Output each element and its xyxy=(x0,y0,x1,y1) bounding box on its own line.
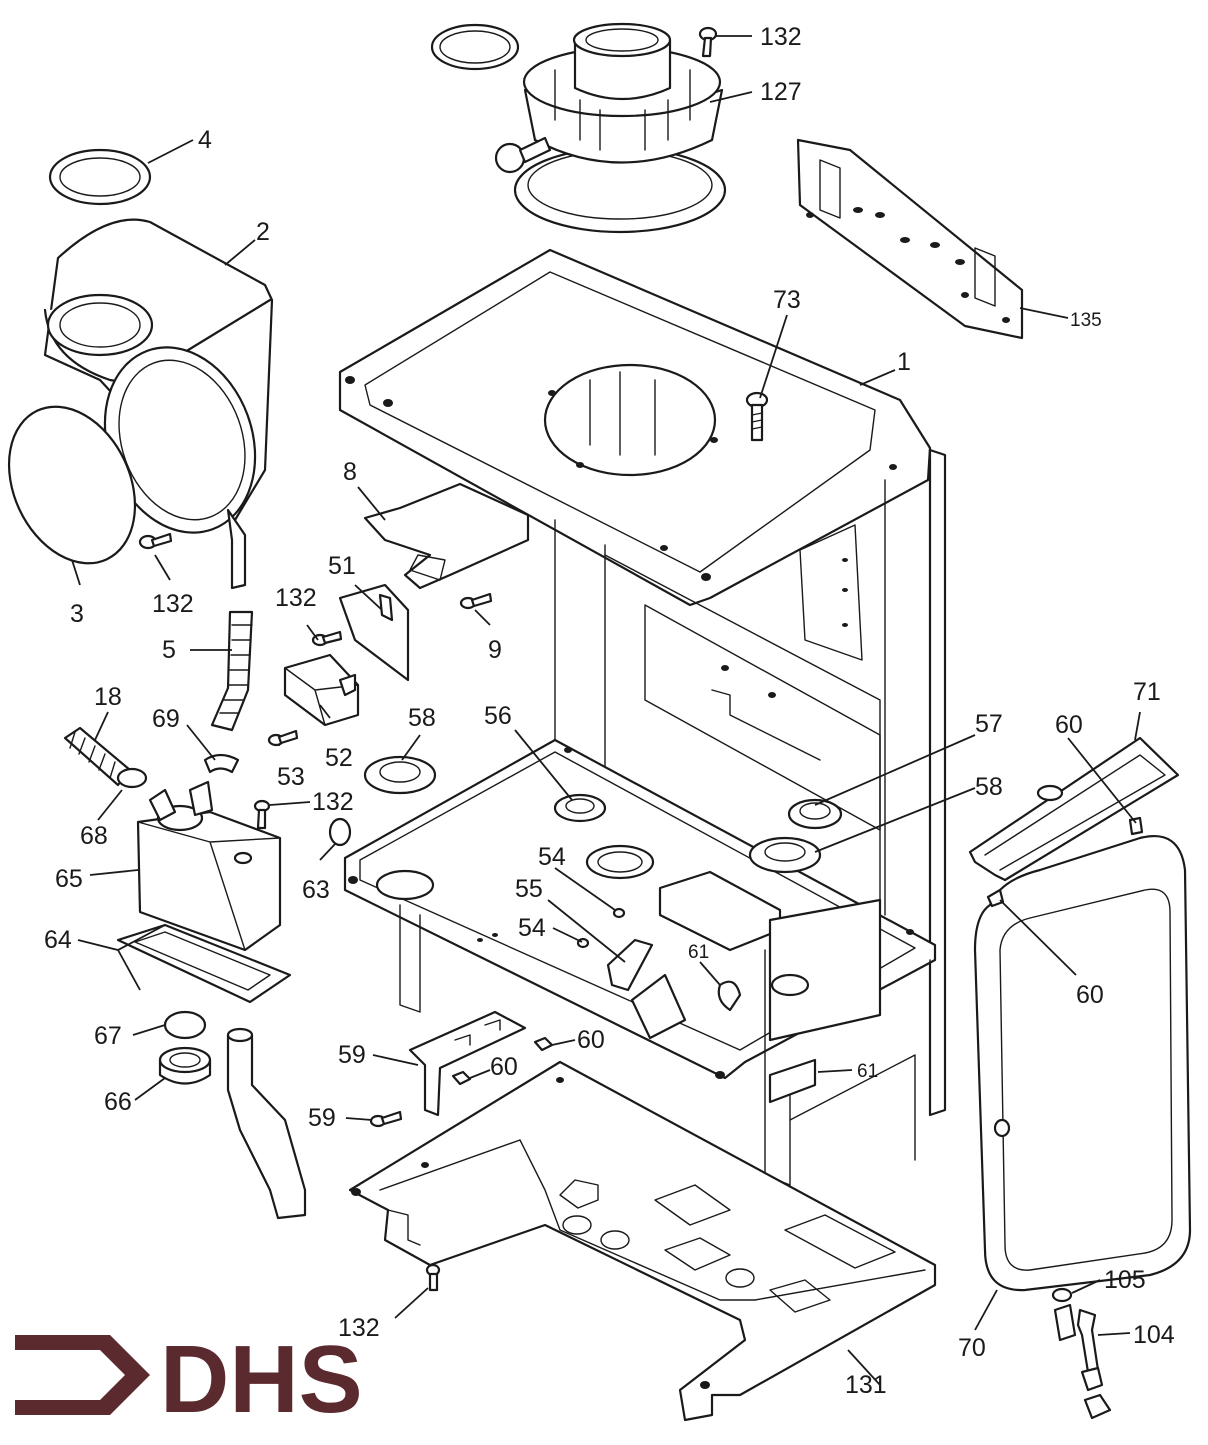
callout-59-a: 59 xyxy=(338,1041,366,1069)
callout-57: 57 xyxy=(975,710,1003,738)
callout-64: 64 xyxy=(44,926,72,954)
callout-59-b: 59 xyxy=(308,1104,336,1132)
hose-clip-69 xyxy=(203,753,240,774)
screw-132-base xyxy=(425,1263,441,1292)
seal-ring-4 xyxy=(48,148,152,206)
bracket-8 xyxy=(363,482,530,590)
callout-132-c: 132 xyxy=(312,788,354,816)
callout-5: 5 xyxy=(162,636,176,664)
grommet-58-left xyxy=(363,755,437,795)
expansion-vessel-70 xyxy=(973,835,1192,1292)
callout-105: 105 xyxy=(1104,1266,1146,1294)
corrugated-hose-5 xyxy=(210,610,254,732)
callout-104: 104 xyxy=(1133,1321,1175,1349)
clip-61 xyxy=(717,980,742,1012)
callout-9: 9 xyxy=(488,636,502,664)
leader-lines xyxy=(71,35,1141,1386)
pad-60-b xyxy=(451,1070,472,1086)
callout-52: 52 xyxy=(325,744,353,772)
callout-3: 3 xyxy=(70,600,84,628)
hose-clip-68 xyxy=(116,767,148,789)
callout-71: 71 xyxy=(1133,678,1161,706)
callout-56: 56 xyxy=(484,702,512,730)
grommet-57 xyxy=(787,798,843,830)
callout-73: 73 xyxy=(773,286,801,314)
screw-9 xyxy=(459,592,493,610)
callout-53: 53 xyxy=(277,763,305,791)
gasket-64 xyxy=(116,923,292,1004)
callout-60-c: 60 xyxy=(1055,711,1083,739)
callout-60-a: 60 xyxy=(577,1026,605,1054)
relay-52 xyxy=(283,653,360,727)
callout-132-b: 132 xyxy=(275,584,317,612)
callout-55: 55 xyxy=(515,875,543,903)
callout-2: 2 xyxy=(256,218,270,246)
bracket-51 xyxy=(338,583,410,682)
callout-54-a: 54 xyxy=(538,843,566,871)
screw-132-trap xyxy=(253,799,271,830)
callout-132-d: 132 xyxy=(338,1314,380,1342)
callout-58-b: 58 xyxy=(975,773,1003,801)
condensate-pipe xyxy=(226,1027,307,1220)
callout-61-b: 61 xyxy=(857,1061,878,1082)
callout-131: 131 xyxy=(845,1371,887,1399)
o-ring-3 xyxy=(7,405,137,565)
callout-127: 127 xyxy=(760,78,802,106)
nut-66 xyxy=(158,1046,212,1085)
screw-59 xyxy=(369,1110,403,1128)
callout-1: 1 xyxy=(897,348,911,376)
flue-seal-ring xyxy=(430,23,520,71)
logo-text: DHS xyxy=(160,1326,363,1433)
callout-132-top: 132 xyxy=(760,23,802,51)
callout-58-a: 58 xyxy=(408,704,436,732)
flue-hood-2 xyxy=(43,218,274,590)
dhs-logo: DHS xyxy=(15,1326,363,1433)
grommet-63 xyxy=(328,817,352,847)
condensate-trap-65 xyxy=(136,780,282,952)
washer-105 xyxy=(1051,1287,1073,1303)
callout-68: 68 xyxy=(80,822,108,850)
callout-69: 69 xyxy=(152,705,180,733)
callout-65: 65 xyxy=(55,865,83,893)
grommet-56 xyxy=(553,793,607,823)
pad-60-a xyxy=(533,1036,554,1052)
screw-132-left xyxy=(138,532,173,550)
bracket-71 xyxy=(968,736,1180,882)
callout-labels: 4 2 3 132 5 132 51 8 9 18 69 53 52 58 56… xyxy=(44,23,1175,1399)
callout-66: 66 xyxy=(104,1088,132,1116)
screw-54-a xyxy=(612,907,626,919)
callout-67: 67 xyxy=(94,1022,122,1050)
base-plate-131 xyxy=(348,1060,937,1422)
bracket-59 xyxy=(408,1010,527,1117)
grommet-58-right xyxy=(748,836,822,874)
pipe-104 xyxy=(1053,1303,1112,1420)
chassis-1 xyxy=(338,248,947,1186)
callout-135: 135 xyxy=(1070,310,1102,331)
screw-132-top xyxy=(698,26,718,58)
clip-55 xyxy=(606,938,654,992)
pad-61 xyxy=(768,1058,817,1104)
screw-53 xyxy=(267,729,299,747)
callout-132-left: 132 xyxy=(152,590,194,618)
callout-70: 70 xyxy=(958,1334,986,1362)
callout-60-b: 60 xyxy=(490,1053,518,1081)
callout-60-d: 60 xyxy=(1076,981,1104,1009)
callout-63: 63 xyxy=(302,876,330,904)
flue-turret-127 xyxy=(494,22,727,234)
cap-67 xyxy=(163,1010,207,1040)
callout-18: 18 xyxy=(94,683,122,711)
callout-54-b: 54 xyxy=(518,914,546,942)
callout-61-a: 61 xyxy=(688,942,709,963)
wall-bracket-135 xyxy=(796,138,1024,340)
logo-arrow-mark xyxy=(15,1335,150,1415)
callout-8: 8 xyxy=(343,458,357,486)
screw-73 xyxy=(745,391,769,442)
callout-4: 4 xyxy=(198,126,212,154)
callout-51: 51 xyxy=(328,552,356,580)
